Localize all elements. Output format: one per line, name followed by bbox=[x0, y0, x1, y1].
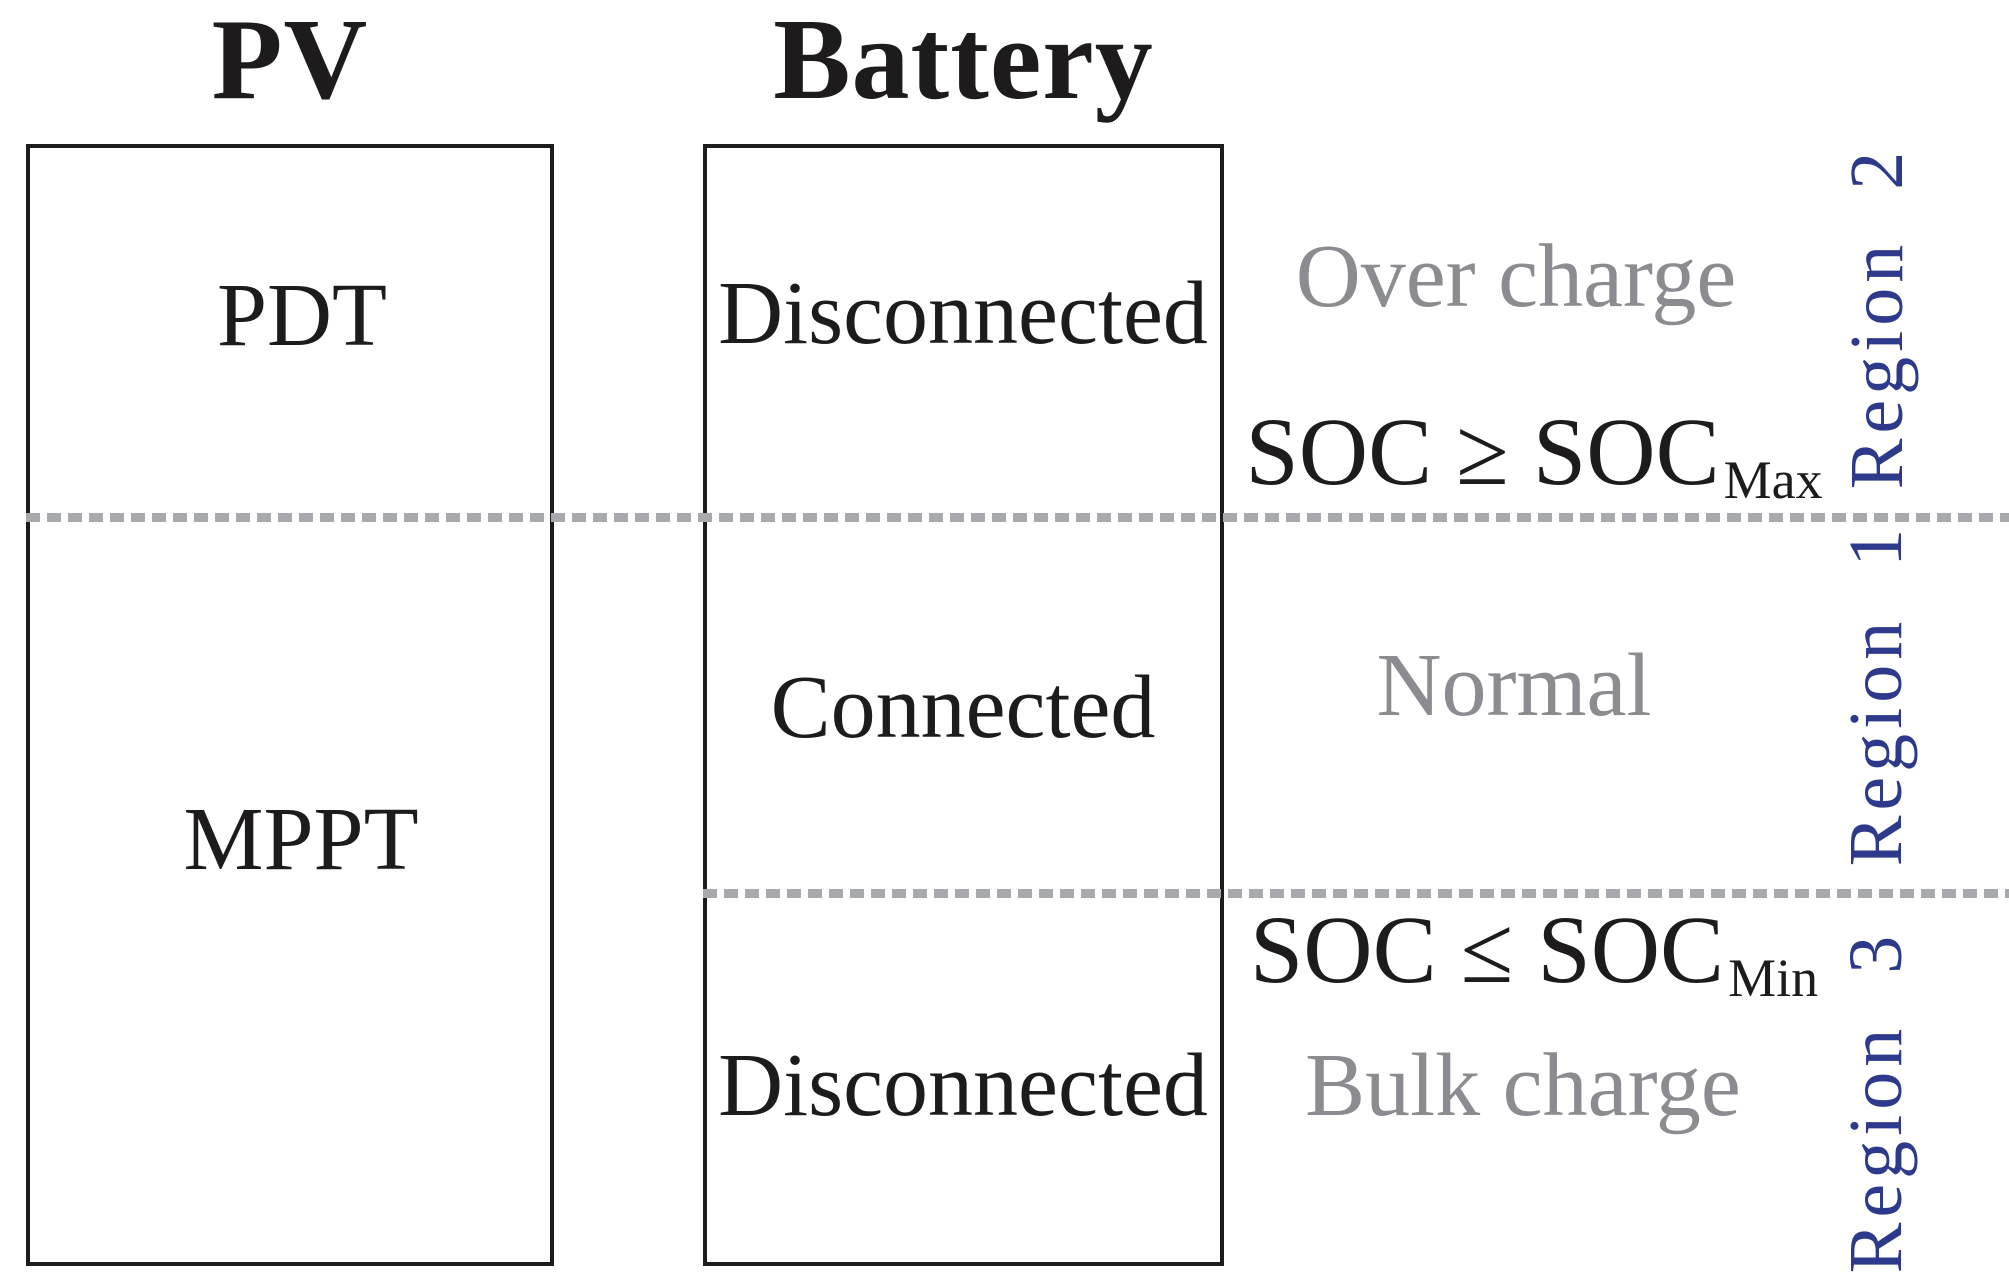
battery-state-middle-label: Connected bbox=[770, 658, 1156, 757]
soc-max-condition-subscript: Max bbox=[1723, 450, 1823, 510]
soc-max-condition-main: SOC ≥ SOC bbox=[1245, 398, 1720, 505]
battery-column-box bbox=[703, 144, 1224, 1266]
soc-max-condition: SOC ≥ SOCMax bbox=[1245, 404, 1822, 508]
battery-state-top-label: Disconnected bbox=[718, 264, 1208, 363]
overcharge-state-label: Over charge bbox=[1295, 227, 1737, 326]
normal-state-label: Normal bbox=[1376, 636, 1652, 735]
pv-column-title: PV bbox=[211, 0, 369, 124]
bulk-charge-state-label: Bulk charge bbox=[1305, 1036, 1741, 1135]
region-2-label: Region 2 bbox=[1835, 146, 1919, 490]
battery-column-title: Battery bbox=[773, 0, 1154, 124]
pv-column-box bbox=[26, 144, 554, 1266]
soc-min-condition-subscript: Min bbox=[1728, 948, 1819, 1008]
soc-min-condition-main: SOC ≤ SOC bbox=[1249, 896, 1725, 1003]
dashed-divider-region2-region1 bbox=[26, 513, 2009, 522]
region-1-label: Region 1 bbox=[1834, 523, 1918, 867]
pv-mode-mppt-label: MPPT bbox=[183, 790, 419, 889]
pv-mode-pdt-label: PDT bbox=[216, 266, 388, 365]
dashed-divider-region1-region3 bbox=[703, 889, 2009, 898]
battery-state-bottom-label: Disconnected bbox=[718, 1036, 1208, 1135]
region-3-label: Region 3 bbox=[1834, 930, 1918, 1274]
soc-min-condition: SOC ≤ SOCMin bbox=[1250, 902, 1818, 1006]
